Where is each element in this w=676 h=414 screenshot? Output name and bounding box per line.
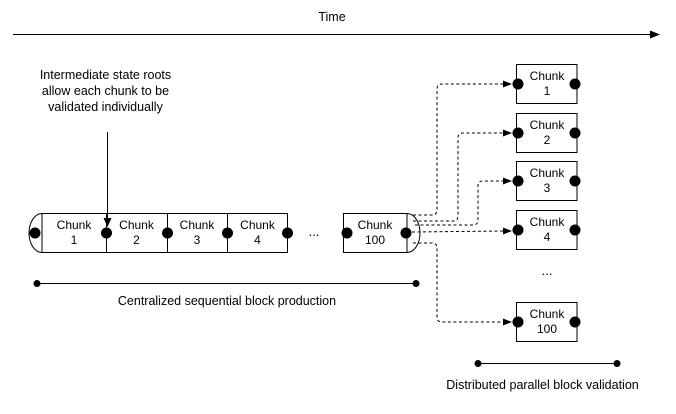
validation-chunk-100-label: Chunk 100 (517, 307, 577, 337)
state-root-dot (29, 227, 41, 239)
state-root-dot (569, 78, 581, 90)
chunk-word: Chunk (179, 218, 215, 232)
state-root-dot (512, 127, 524, 139)
annotation-line: validated individually (48, 100, 163, 114)
validation-ellipsis: ... (541, 263, 553, 278)
state-root-dot (512, 78, 524, 90)
validation-chunk-4-label: Chunk 4 (517, 215, 577, 245)
chunk-word: Chunk (529, 118, 565, 132)
validation-caption: Distributed parallel block validation (446, 378, 639, 392)
connector-arrowhead-icon (503, 177, 512, 185)
state-root-dot (512, 175, 524, 187)
annotation-line: Intermediate state roots (39, 68, 172, 82)
chunk-number: 4 (254, 233, 261, 247)
production-caption: Centralized sequential block production (117, 294, 337, 308)
production-block-left-cap (28, 213, 43, 253)
production-chunk-2-label: Chunk 2 (106, 218, 167, 248)
annotation-line: allow each chunk to be (41, 84, 170, 98)
validation-chunk-2-label: Chunk 2 (517, 118, 577, 148)
chunk-number: 1 (70, 233, 78, 247)
production-chunk-4-label: Chunk 4 (227, 218, 288, 248)
production-chunk-3-label: Chunk 3 (167, 218, 227, 248)
connector-to-chunk-1 (413, 83, 503, 216)
connector-to-chunk-100 (413, 242, 503, 323)
chunk-number: 100 (364, 233, 386, 247)
chunk-number: 2 (133, 233, 140, 247)
annotation-text: Intermediate state roots allow each chun… (13, 67, 198, 115)
connector-arrowhead-icon (503, 129, 512, 137)
chunk-word: Chunk (529, 307, 565, 321)
annotation-arrowhead-icon (103, 218, 112, 227)
span-endpoint-dot (613, 360, 621, 367)
chunk-word: Chunk (529, 166, 565, 180)
connector-to-chunk-2 (413, 132, 503, 222)
production-block-right-cap (406, 213, 421, 253)
production-chunk-100-label: Chunk 100 (343, 218, 407, 248)
state-root-dot (569, 175, 581, 187)
state-root-dot (512, 316, 524, 328)
state-root-dot (569, 316, 581, 328)
state-root-dot (222, 227, 233, 239)
connector-arrowhead-icon (503, 80, 512, 88)
chunk-word: Chunk (119, 218, 154, 232)
state-root-dot (282, 227, 293, 239)
time-axis-label: Time (318, 10, 346, 24)
chunk-word: Chunk (56, 218, 92, 232)
state-root-dot (101, 227, 112, 239)
state-root-dot (400, 227, 412, 239)
span-endpoint-dot (412, 280, 420, 287)
production-ellipsis: ... (308, 224, 320, 239)
connector-arrowhead-icon (503, 227, 512, 235)
span-endpoint-dot (33, 280, 41, 287)
state-root-dot (341, 227, 353, 239)
chunk-word: Chunk (529, 215, 565, 229)
chunk-number: 1 (543, 84, 551, 98)
chunk-word: Chunk (357, 218, 393, 232)
connector-arrowhead-icon (503, 318, 512, 326)
chunk-word: Chunk (240, 218, 275, 232)
validation-chunk-1-label: Chunk 1 (517, 69, 577, 99)
production-chunk-1-label: Chunk 1 (42, 218, 106, 248)
state-root-dot (162, 227, 173, 239)
connector-to-chunk-4 (411, 230, 504, 233)
validation-chunk-3-label: Chunk 3 (517, 166, 577, 196)
connector-to-chunk-3 (415, 180, 503, 226)
chunk-number: 100 (536, 322, 558, 336)
chunk-number: 2 (543, 133, 551, 147)
chunk-number: 4 (543, 230, 551, 244)
state-root-dot (569, 224, 581, 236)
chunk-number: 3 (543, 181, 551, 195)
chunk-number: 3 (193, 233, 201, 247)
chunk-word: Chunk (529, 69, 565, 83)
time-arrowhead-icon (650, 30, 660, 39)
state-root-dot (512, 224, 524, 236)
state-root-dot (569, 127, 581, 139)
span-endpoint-dot (474, 360, 482, 367)
